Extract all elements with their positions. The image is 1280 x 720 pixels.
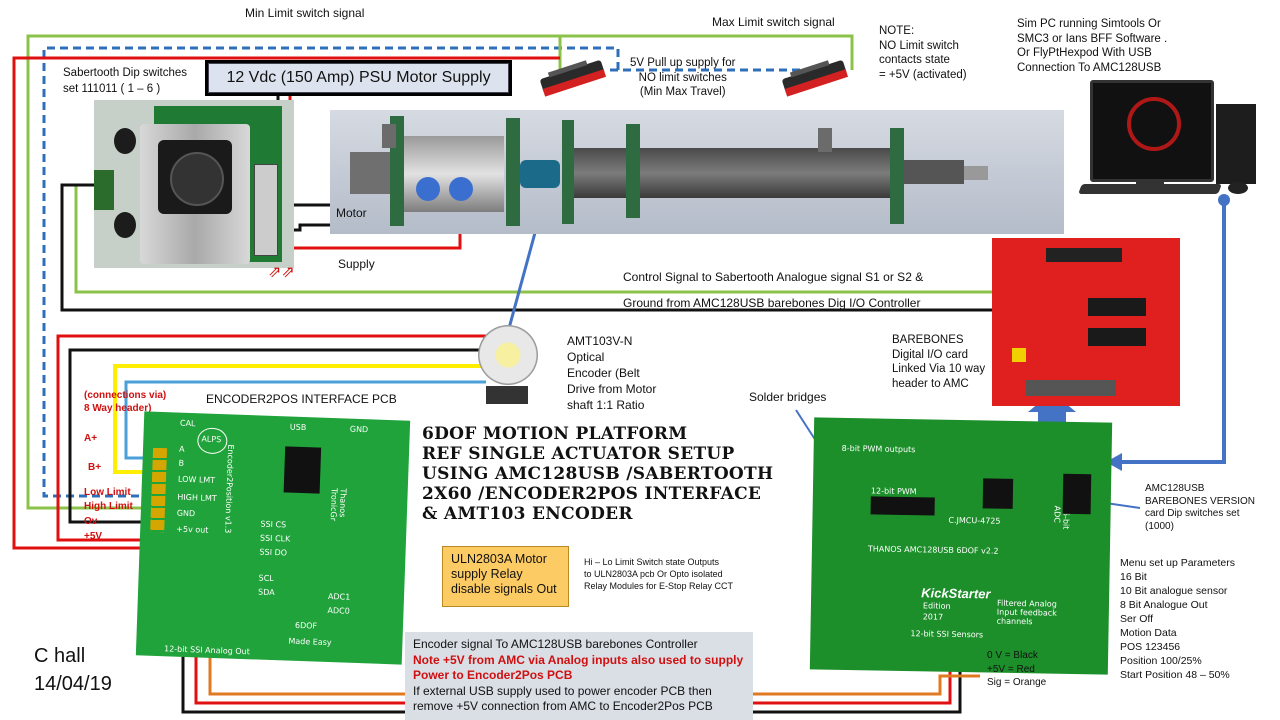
pin-high-label: High Limit [84, 501, 133, 512]
encoder-black-wire [68, 348, 486, 524]
encoder-red-wire [56, 334, 486, 542]
control-signal-label: Control Signal to Sabertooth Analogue si… [623, 270, 924, 284]
encoder-yellow-wire [113, 364, 486, 474]
pullup-red-wire [12, 56, 560, 550]
actuator-image [330, 110, 1064, 234]
sabertooth-image [94, 100, 294, 268]
pc-usb-link [1118, 198, 1226, 464]
motor-label: Motor [336, 206, 367, 220]
pc-tower-image [1216, 104, 1256, 184]
encoder-signal-box: Encoder signal To AMC128USB barebones Co… [405, 632, 753, 720]
usb-arrowhead [1106, 453, 1122, 471]
usb-endpoint [1218, 194, 1230, 206]
motor-terminal-2 [449, 177, 473, 201]
min-limit-wire [26, 34, 854, 510]
amt-encoder-image [478, 325, 538, 385]
pin-ov-label: Ov [84, 516, 98, 527]
pin-low-label: Low Limit [84, 487, 131, 498]
bottom-orange-wire [208, 645, 980, 696]
barebones-board-image [992, 238, 1180, 406]
author-name: C hall [34, 645, 86, 667]
encoder-signal-line: Encoder signal To AMC128USB barebones Co… [413, 637, 698, 651]
pin-b-label: B+ [88, 462, 102, 473]
motor-terminal-1 [416, 177, 440, 201]
keyboard-image [1078, 184, 1222, 194]
psu-box: 12 Vdc (150 Amp) PSU Motor Supply [205, 60, 512, 96]
pin-a-label: A+ [84, 433, 98, 444]
encoder-signal-note: Note +5V from AMC via Analog inputs also… [413, 652, 744, 683]
monitor-image [1090, 80, 1214, 182]
pin-5v-label: +5V [84, 531, 103, 542]
max-limit-label: Max Limit switch signal [712, 15, 835, 29]
connections-text: (connections via)8 Way header) [84, 390, 167, 414]
pullup-dashed-wire [42, 46, 620, 498]
ground-wire [60, 183, 1030, 312]
solder-bridges-label: Solder bridges [749, 390, 827, 404]
author-date: 14/04/19 [34, 673, 112, 695]
amc128usb-board-image: 8-bit PWM outputs 12-bit PWM C.JMCU-4725… [809, 417, 1113, 675]
arrows-icon: ⇗⇗ [268, 264, 295, 281]
mouse-image [1228, 182, 1248, 194]
uln-box: ULN2803A Motor supply Relay disable sign… [442, 546, 569, 607]
monitor-stand [1136, 179, 1164, 187]
amt-encoder-connector [486, 386, 528, 404]
encoder2pos-title: ENCODER2POS INTERFACE PCB [206, 392, 397, 406]
ground-label: Ground from AMC128USB barebones Dig I/O … [623, 296, 921, 310]
min-limit-label: Min Limit switch signal [245, 6, 365, 20]
supply-label: Supply [338, 257, 375, 271]
encoder2pos-pcb-image: CAL ALPS USB GND A B LOW LMT HIGH LMT GN… [135, 411, 411, 665]
psu-label: 12 Vdc (150 Amp) PSU Motor Supply [208, 63, 509, 93]
encoder-signal-rest: If external USB supply used to power enc… [413, 683, 713, 714]
